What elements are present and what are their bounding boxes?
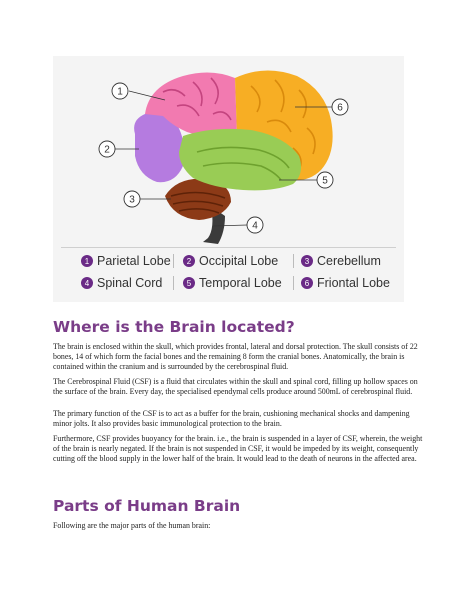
paragraph-skull: The brain is enclosed within the skull, … (53, 342, 418, 372)
legend-item-frontal: 6 Friontal Lobe (301, 276, 390, 290)
legend-number: 2 (183, 255, 195, 267)
temporal-lobe-shape (179, 128, 301, 191)
paragraph-parts-intro: Following are the major parts of the hum… (53, 521, 211, 530)
callout-4: 4 (252, 221, 258, 232)
legend-label: Spinal Cord (97, 276, 163, 290)
callout-1: 1 (117, 87, 123, 98)
occipital-lobe-shape (134, 112, 184, 183)
legend-label: Occipital Lobe (199, 254, 279, 268)
legend-number: 1 (81, 255, 93, 267)
legend-number: 4 (81, 277, 93, 289)
paragraph-csf-function: The primary function of the CSF is to ac… (53, 409, 410, 429)
legend-label: Temporal Lobe (199, 276, 282, 290)
legend-item-spinal-cord: 4 Spinal Cord (81, 276, 162, 290)
legend-divider (61, 247, 396, 248)
legend-separator (173, 276, 174, 290)
brain-figure: 1 2 3 4 5 6 1 Parietal Lobe 2 Occipital … (53, 56, 404, 302)
section-heading-parts: Parts of Human Brain (53, 497, 241, 515)
brain-diagram: 1 2 3 4 5 6 (98, 70, 349, 244)
legend-item-temporal: 5 Temporal Lobe (183, 276, 282, 290)
section-heading-brain-location: Where is the Brain located? (53, 318, 295, 336)
paragraph-csf-buoyancy: Furthermore, CSF provides buoyancy for t… (53, 434, 423, 464)
legend-label: Friontal Lobe (317, 276, 390, 290)
legend-item-cerebellum: 3 Cerebellum (301, 254, 381, 268)
legend-label: Cerebellum (317, 254, 381, 268)
legend-separator (173, 254, 174, 268)
legend-item-occipital: 2 Occipital Lobe (183, 254, 278, 268)
legend-separator (293, 254, 294, 268)
callout-6: 6 (337, 103, 343, 114)
legend-item-parietal: 1 Parietal Lobe (81, 254, 171, 268)
brain-legend: 1 Parietal Lobe 2 Occipital Lobe 3 Cereb… (81, 254, 401, 298)
paragraph-csf-definition: The Cerebrospinal Fluid (CSF) is a fluid… (53, 377, 418, 397)
legend-number: 6 (301, 277, 313, 289)
callout-5: 5 (322, 176, 328, 187)
legend-number: 5 (183, 277, 195, 289)
legend-separator (293, 276, 294, 290)
cerebellum-shape (165, 178, 231, 220)
parietal-lobe-shape (145, 72, 237, 137)
legend-number: 3 (301, 255, 313, 267)
brain-stem (203, 206, 225, 244)
callout-3: 3 (129, 195, 135, 206)
legend-label: Parietal Lobe (97, 254, 171, 268)
callout-2: 2 (104, 145, 110, 156)
